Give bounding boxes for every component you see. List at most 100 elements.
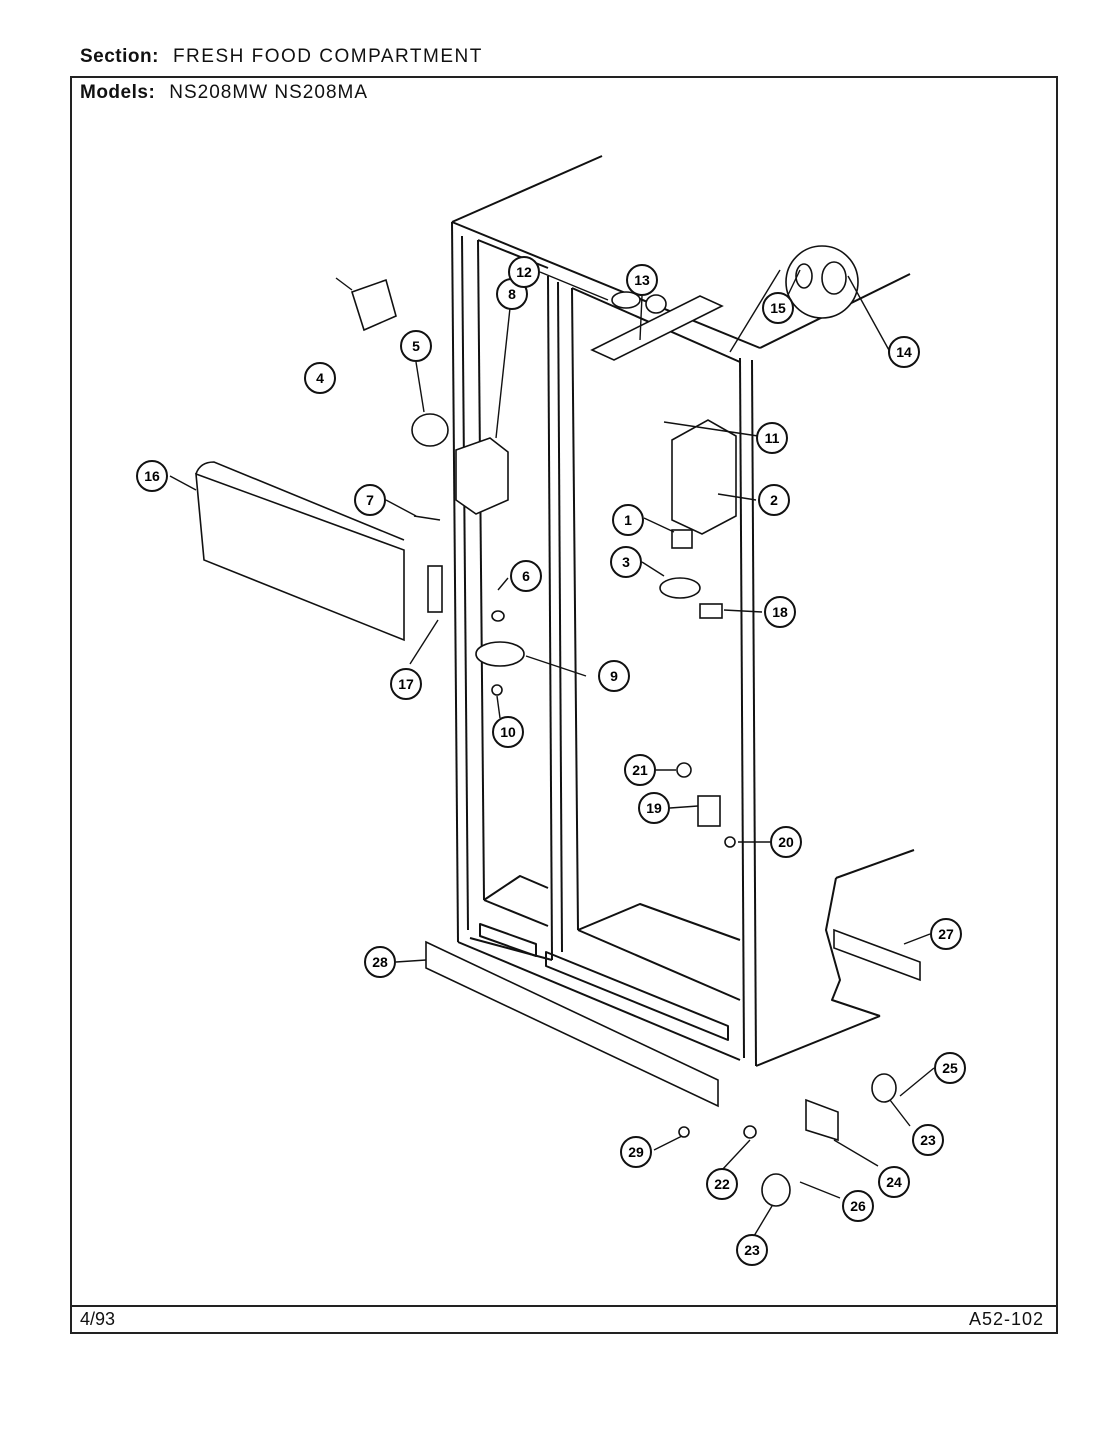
callout-circle [610,546,642,578]
clip-part [413,515,441,521]
callout-19: 19 [638,792,670,824]
callout-circle [912,1124,944,1156]
callout-22: 22 [706,1168,738,1200]
callout-29: 29 [620,1136,652,1168]
callout-circle [510,560,542,592]
callout-circle [492,716,524,748]
callout-number: 25 [942,1060,958,1076]
callout-circle [304,362,336,394]
cover-bracket-part [427,565,443,613]
crisper-cover-part [195,472,405,642]
callout-number: 21 [632,762,648,778]
callout-number: 15 [770,300,786,316]
callout-10: 10 [492,716,524,748]
light-socket-part [611,291,641,309]
hinge-pin-part [676,762,692,778]
callout-23: 23 [912,1124,944,1156]
callout-number: 13 [634,272,650,288]
callout-5: 5 [400,330,432,362]
hinge-bracket-part [697,795,721,827]
callout-circle [756,422,788,454]
part-sketches [195,245,921,1207]
callout-circle [354,484,386,516]
callout-number: 23 [744,1242,760,1258]
control-dial-part [475,641,525,667]
callout-number: 6 [522,568,530,584]
callout-9: 9 [598,660,630,692]
callout-circle [930,918,962,950]
callout-4: 4 [304,362,336,394]
callout-number: 10 [500,724,516,740]
footer-divider [72,1305,1056,1307]
footer-date: 4/93 [80,1309,116,1329]
callout-circle [364,946,396,978]
callout-number: 4 [316,370,324,386]
control-shaft-part [491,610,505,622]
models-value: NS208MW NS208MA [169,82,369,103]
callout-number: 18 [772,604,788,620]
callout-circle [598,660,630,692]
callout-circle [638,792,670,824]
callout-circle [624,754,656,786]
callout-circle [878,1166,910,1198]
nut-part [743,1125,757,1139]
callout-6: 6 [510,560,542,592]
callout-circle [400,330,432,362]
callout-number: 3 [622,554,630,570]
callout-circle [770,826,802,858]
callout-number: 20 [778,834,794,850]
section-title: Section: FRESH FOOD COMPARTMENT [80,46,483,68]
callout-circle [762,292,794,324]
callout-circle [626,264,658,296]
callout-12: 12 [508,256,540,288]
light-bulb-part [645,294,667,314]
sensor-part [699,603,723,619]
damper-housing-part [351,278,397,332]
section-label: Section: [80,46,159,67]
callout-number: 12 [516,264,532,280]
callout-circle [612,504,644,536]
callout-circle [758,484,790,516]
callout-circle [736,1234,768,1266]
leader-lines [169,269,935,1237]
section-value: FRESH FOOD COMPARTMENT [172,46,483,67]
callout-circle [620,1136,652,1168]
callout-26: 26 [842,1190,874,1222]
callout-16: 16 [136,460,168,492]
callout-number: 22 [714,1176,730,1192]
callout-number: 26 [850,1198,866,1214]
callout-number: 19 [646,800,662,816]
roller-part [871,1073,897,1103]
callout-18: 18 [764,596,796,628]
callout-23: 23 [736,1234,768,1266]
callout-circle [764,596,796,628]
callout-number: 5 [412,338,420,354]
models-label: Models: [80,82,156,103]
roller-bracket-part [805,1098,839,1142]
callout-7: 7 [354,484,386,516]
callout-number: 8 [508,286,516,302]
bushing-part [795,263,813,289]
callout-3: 3 [610,546,642,578]
callout-20: 20 [770,826,802,858]
callout-25: 25 [934,1052,966,1084]
rail-part [833,928,921,982]
callout-11: 11 [756,422,788,454]
light-bracket-part [590,295,724,361]
toe-grille-part [425,940,719,1108]
callout-number: 9 [610,668,618,684]
callout-28: 28 [364,946,396,978]
footer-code: A52-102 [968,1309,1044,1329]
callout-circle [842,1190,874,1222]
thermostat-housing-part [455,437,509,515]
callout-circle [888,336,920,368]
callout-1: 1 [612,504,644,536]
callout-27: 27 [930,918,962,950]
callout-number: 7 [366,492,374,508]
callout-2: 2 [758,484,790,516]
callout-17: 17 [390,668,422,700]
callout-number: 14 [896,344,912,360]
damper-part [411,413,449,447]
